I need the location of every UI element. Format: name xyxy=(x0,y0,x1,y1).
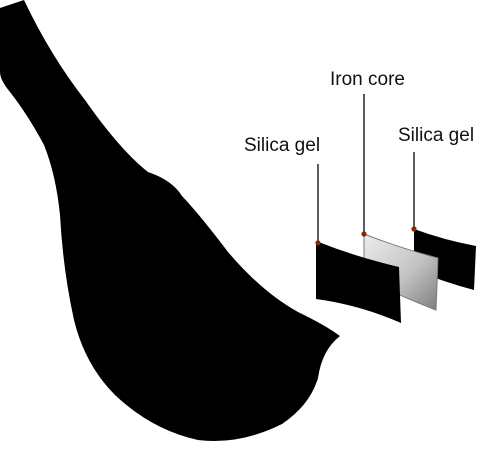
pin-dot-silica-right xyxy=(411,226,417,232)
pin-dot-iron-core xyxy=(361,231,367,237)
label-silica-gel-left: Silica gel xyxy=(244,135,321,156)
silica-gel-left-sheet xyxy=(316,241,401,323)
pin-dot-silica-left xyxy=(315,240,321,246)
black-paddle-shape xyxy=(0,0,340,441)
label-silica-gel-right: Silica gel xyxy=(398,125,475,146)
label-iron-core: Iron core xyxy=(330,69,405,90)
